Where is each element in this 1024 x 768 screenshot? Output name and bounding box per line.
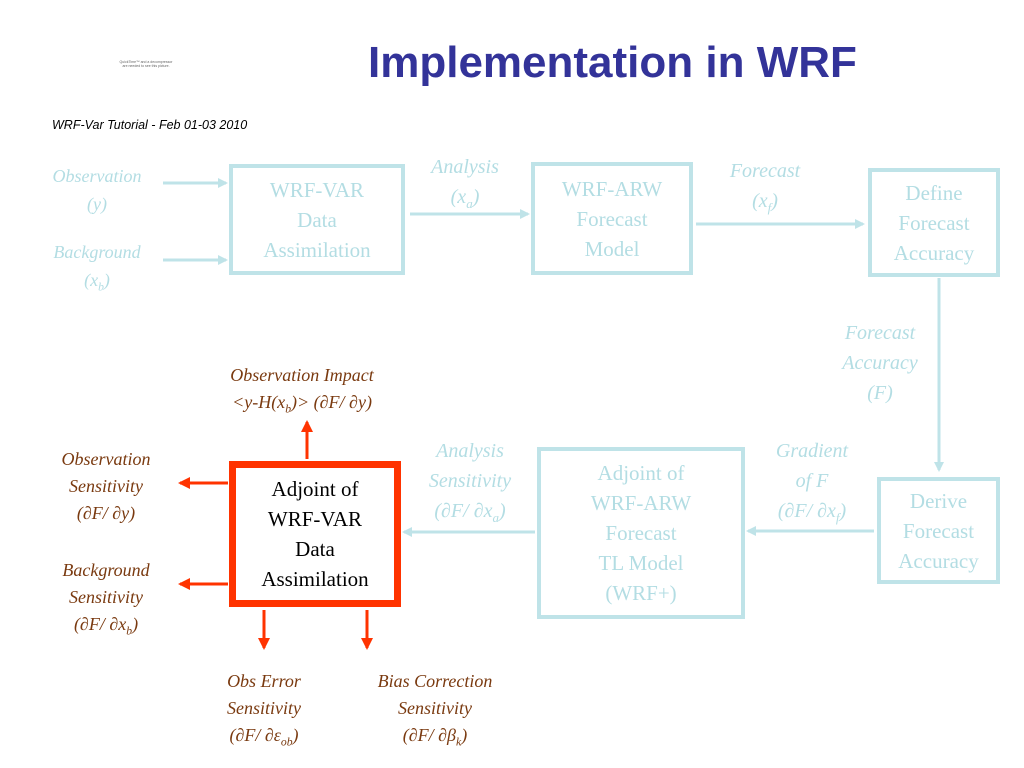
bias-correction-sensitivity-label: Bias Correction Sensitivity (∂F/ ∂βk): [377, 671, 493, 749]
derive-forecast-accuracy-box: Derive Forecast Accuracy: [877, 477, 1000, 584]
analysis-label: Analysis (xa): [431, 156, 499, 211]
forecast-accuracy-label: Forecast Accuracy (F): [842, 322, 918, 404]
analysis-sensitivity-label: Analysis Sensitivity (∂F/ ∂xa): [428, 440, 512, 525]
wrfvar-data-assimilation-box: WRF-VAR Data Assimilation: [229, 164, 405, 275]
gradient-label: Gradient of F (∂F/ ∂xf): [775, 440, 849, 525]
wrf-arw-forecast-model-box: WRF-ARW Forecast Model: [531, 162, 693, 275]
adjoint-wrfvar-box: Adjoint of WRF-VAR Data Assimilation: [229, 461, 401, 607]
observation-impact-label: Observation Impact <y-H(xb)> (∂F/ ∂y): [230, 365, 374, 416]
background-label: Background (xb): [53, 242, 141, 294]
obs-error-sensitivity-label: Obs Error Sensitivity (∂F/ ∂εob): [227, 671, 301, 749]
page-title: Implementation in WRF: [368, 38, 857, 87]
forecast-label: Forecast (xf): [729, 160, 801, 215]
subtitle: WRF-Var Tutorial - Feb 01-03 2010: [52, 118, 248, 132]
observation-label: Observation (y): [52, 166, 142, 214]
observation-sensitivity-label: Observation Sensitivity (∂F/ ∂y): [61, 449, 151, 523]
adjoint-wrf-arw-box: Adjoint of WRF-ARW Forecast TL Model (WR…: [537, 447, 745, 619]
embedded-picture-placeholder: QuickTime™ and a decompressor are needed…: [119, 60, 173, 68]
background-sensitivity-label: Background Sensitivity (∂F/ ∂xb): [62, 560, 150, 638]
define-forecast-accuracy-box: Define Forecast Accuracy: [868, 168, 1000, 277]
